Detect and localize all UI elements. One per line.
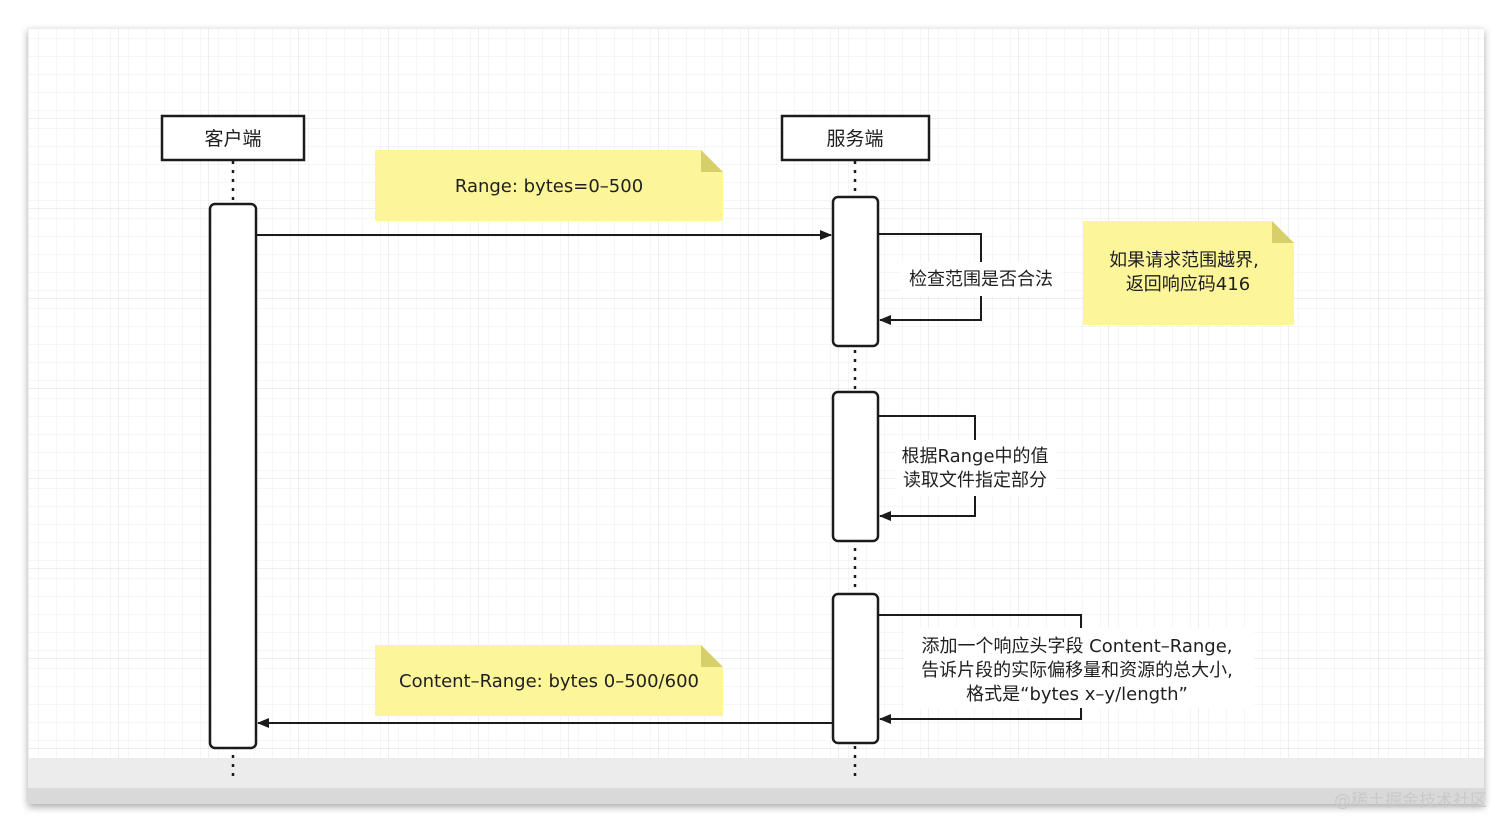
canvas-bottom-strip — [28, 758, 1484, 788]
server-activation-read[interactable] — [831, 390, 880, 543]
server-activation-validate[interactable] — [831, 195, 880, 348]
client-actor-label: 客户端 — [204, 128, 261, 150]
read-label-line2: 读取文件指定部分 — [903, 470, 1047, 491]
validate-label: 检查范围是否合法 — [909, 269, 1053, 290]
note-request-range[interactable]: Range: bytes=0–500 — [375, 150, 723, 221]
header-label-line1: 添加一个响应头字段 Content–Range, — [921, 636, 1232, 657]
self-message-header[interactable]: 添加一个响应头字段 Content–Range, 告诉片段的实际偏移量和资源的总… — [878, 614, 1254, 724]
client-activation[interactable] — [208, 202, 258, 750]
self-message-read[interactable]: 根据Range中的值 读取文件指定部分 — [878, 415, 1056, 521]
note-content-range-text: Content–Range: bytes 0–500/600 — [399, 671, 699, 692]
client-actor[interactable]: 客户端 — [160, 114, 306, 162]
note-out-of-range-line1: 如果请求范围越界, — [1109, 250, 1259, 271]
note-out-of-range-line2: 返回响应码416 — [1126, 274, 1250, 295]
self-message-validate[interactable]: 检查范围是否合法 — [878, 233, 1062, 325]
watermark: @稀土掘金技术社区 — [1334, 791, 1487, 811]
canvas-bottom-shadow — [28, 788, 1484, 804]
header-label-line3: 格式是“bytes x–y/length” — [966, 684, 1188, 705]
note-request-range-text: Range: bytes=0–500 — [455, 176, 643, 197]
server-activation-respond[interactable] — [831, 592, 880, 745]
note-out-of-range[interactable]: 如果请求范围越界, 返回响应码416 — [1083, 221, 1294, 325]
header-label-line2: 告诉片段的实际偏移量和资源的总大小, — [921, 660, 1233, 681]
read-label-line1: 根据Range中的值 — [901, 446, 1048, 467]
server-actor-label: 服务端 — [826, 128, 883, 150]
server-actor[interactable]: 服务端 — [780, 114, 931, 162]
note-content-range[interactable]: Content–Range: bytes 0–500/600 — [375, 645, 723, 716]
